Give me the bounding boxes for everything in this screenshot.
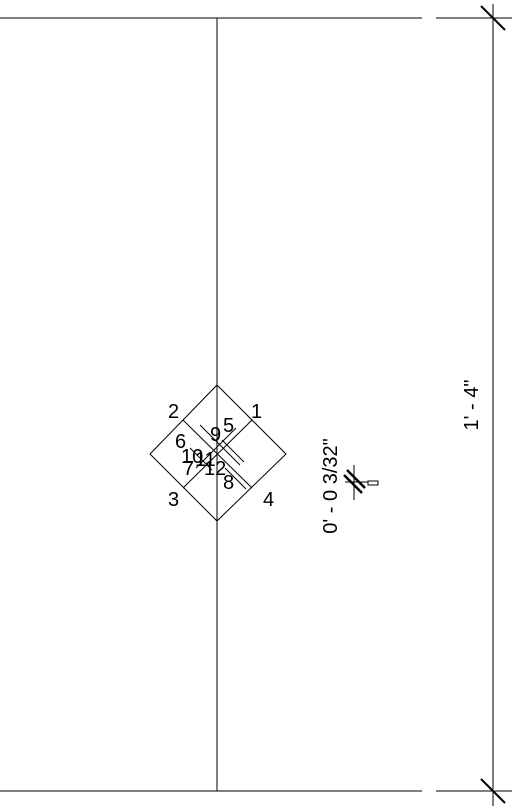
diamond-detail[interactable] (149, 384, 287, 522)
diamond-inner-line-e (189, 447, 213, 471)
overall-dimension-label[interactable]: 1' - 4" (461, 380, 483, 431)
point-label[interactable]: 7 (183, 458, 194, 480)
reference-lines (0, 17, 512, 792)
point-label[interactable]: 4 (263, 489, 274, 511)
overall-dimension[interactable] (480, 4, 506, 806)
diamond-inner-line-c (199, 424, 241, 466)
small-dimension-marker (367, 480, 379, 486)
point-label[interactable]: 12 (204, 458, 226, 480)
diamond-inner-line-g (224, 467, 247, 490)
diamond-inner-line-b (182, 419, 253, 489)
point-label[interactable]: 1 (251, 401, 262, 423)
point-label[interactable]: 11 (195, 449, 216, 471)
point-label[interactable]: 10 (181, 446, 203, 468)
small-dimension-tick-b (346, 469, 366, 489)
point-label[interactable]: 5 (223, 415, 234, 437)
dimension-tick-bottom (480, 778, 506, 804)
diamond-inner-line-f (221, 439, 245, 463)
point-label[interactable]: 8 (223, 472, 234, 494)
point-label[interactable]: 9 (210, 424, 221, 446)
point-label[interactable]: 6 (175, 431, 186, 453)
dimension-tick-top (480, 5, 506, 31)
point-label[interactable]: 2 (168, 401, 179, 423)
small-dimension-tick-a (343, 474, 363, 494)
point-labels: 1 2 3 4 5 6 7 8 9 10 11 12 (168, 401, 274, 511)
point-label[interactable]: 3 (168, 489, 179, 511)
small-dimension[interactable] (343, 465, 379, 500)
diamond-outline (149, 384, 287, 522)
small-dimension-label[interactable]: 0' - 0 3/32" (320, 438, 342, 533)
